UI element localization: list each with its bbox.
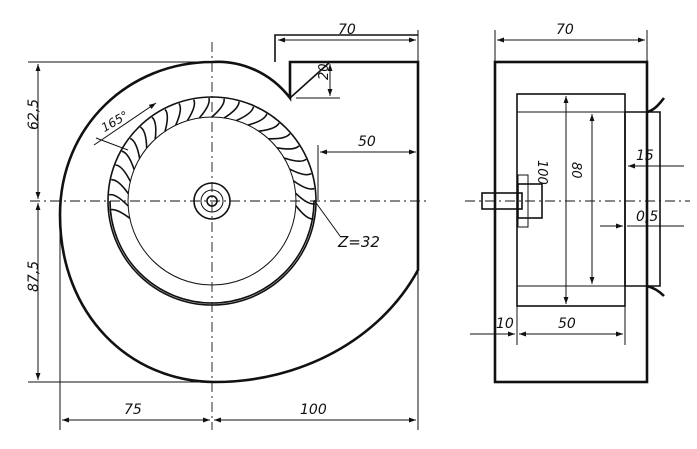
- outlet-flange: [274, 34, 418, 62]
- blade-count-label: Z=32: [337, 233, 380, 251]
- impeller-blade: [235, 106, 255, 122]
- impeller-blade: [198, 97, 211, 119]
- dim-label-top-70-side: 70: [556, 22, 574, 38]
- impeller-blade: [268, 133, 291, 140]
- impeller-outer-rim: [107, 96, 317, 306]
- dim-label-80: 80: [568, 162, 583, 179]
- blade-angle-leader-1: [93, 102, 157, 146]
- side-housing: [493, 60, 649, 384]
- impeller-blade: [121, 150, 135, 170]
- outlet-lip: [289, 61, 331, 99]
- impeller-blade: [164, 108, 169, 132]
- impeller-blade: [223, 101, 240, 119]
- impeller-blade: [247, 113, 268, 126]
- hub-outer: [193, 182, 231, 220]
- dim-label-0-5: 0,5: [636, 209, 658, 225]
- hub-shaft: [206, 195, 218, 207]
- dim-label-15: 15: [636, 148, 654, 164]
- inlet-collar: [646, 97, 666, 114]
- hub-middle: [200, 189, 224, 213]
- impeller-blade: [174, 102, 182, 126]
- impeller-blade: [289, 168, 312, 176]
- dim-label-50-front: 50: [358, 134, 376, 150]
- impeller-blade: [129, 137, 141, 159]
- front-view: 70 20 62,5 87,5 50 75 100 165° Z=32: [26, 22, 430, 430]
- impeller-blades: [109, 97, 316, 220]
- dim-label-20: 20: [317, 63, 332, 80]
- dim-label-62-5: 62,5: [26, 99, 42, 130]
- dim-label-75: 75: [124, 402, 142, 418]
- dim-label-50-side: 50: [558, 316, 576, 332]
- scroll-casing-outline: [58, 60, 420, 384]
- dim-label-100-bottom: 100: [300, 402, 327, 418]
- impeller-blade: [186, 99, 196, 122]
- impeller-blade: [258, 122, 280, 132]
- impeller-blade: [109, 208, 131, 219]
- inlet-collar-lower: [646, 284, 665, 297]
- dim-label-87-5: 87,5: [26, 261, 42, 292]
- inlet-nozzle: [624, 111, 661, 287]
- side-shaft: [481, 192, 523, 210]
- dim-label-100-side: 100: [534, 160, 549, 185]
- impeller-blade: [295, 205, 314, 220]
- impeller-blade: [276, 145, 300, 150]
- impeller-blade: [293, 180, 315, 190]
- impeller-blade: [109, 193, 129, 207]
- dim-label-10: 10: [496, 316, 514, 332]
- impeller-blade: [295, 192, 316, 205]
- blade-angle-leader-2: [95, 137, 129, 151]
- side-view: 70 15 0,5 100 80 10 50: [465, 22, 690, 384]
- impeller-blade: [115, 164, 132, 182]
- dim-label-top-70: 70: [338, 22, 356, 38]
- impeller-blade: [151, 116, 157, 140]
- blade-count-leader: [313, 199, 341, 237]
- impeller-blade: [139, 126, 148, 149]
- impeller-blade: [111, 178, 129, 195]
- impeller-blade: [211, 98, 225, 118]
- side-hub-web: [517, 174, 529, 228]
- impeller-blade: [283, 157, 307, 162]
- inlet-ring-arc: [109, 200, 315, 304]
- side-wheel-outer: [516, 93, 626, 307]
